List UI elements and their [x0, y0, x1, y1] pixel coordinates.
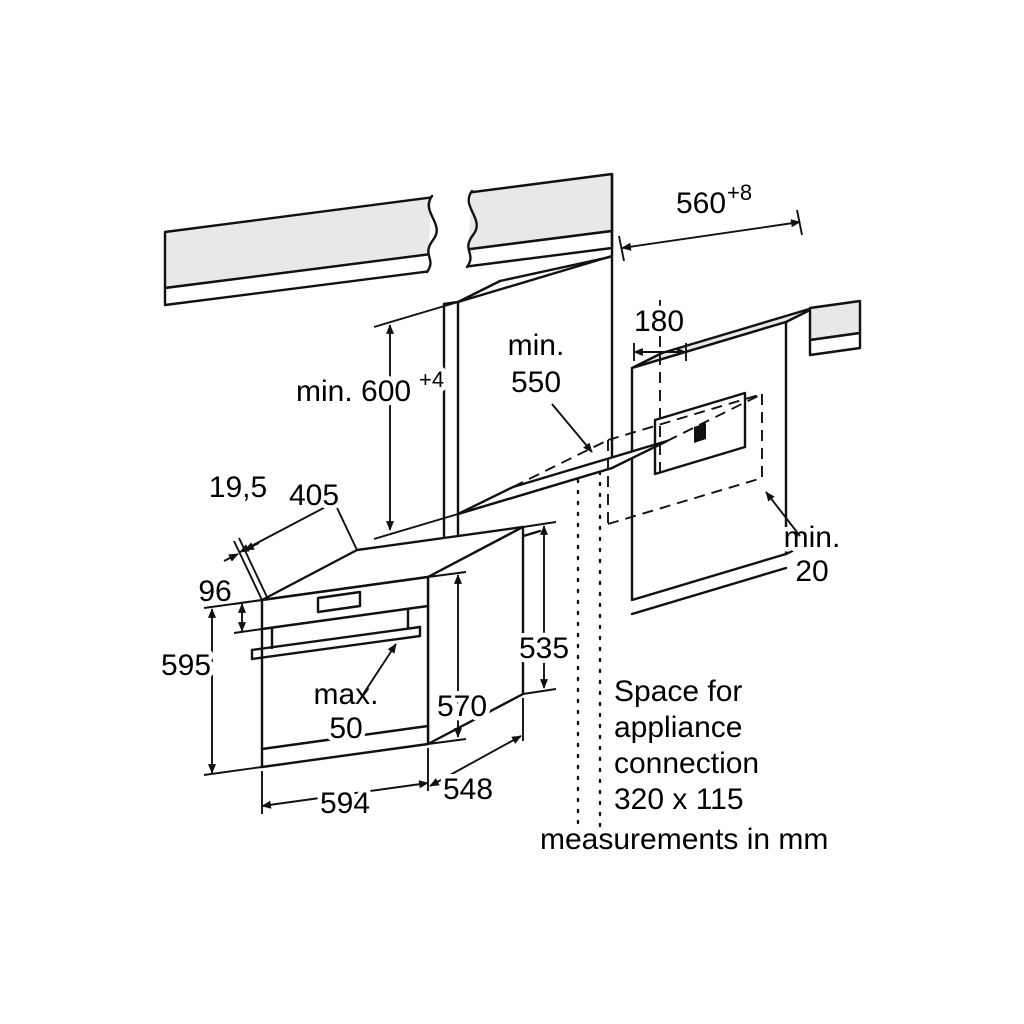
break-gap: [427, 185, 472, 280]
dim-handle-value: 50: [329, 712, 362, 745]
dim-door-height: 570: [437, 690, 487, 723]
dim-line-oven-depth: [429, 735, 522, 787]
dim-oven-width: 594: [320, 787, 370, 820]
dim-niche-width: 560: [676, 187, 726, 220]
dim-leader-rear-gap: [765, 491, 801, 537]
dim-line-niche-width: [621, 219, 801, 251]
dim-niche-height-tol: +4: [419, 367, 444, 392]
control-panel-line: [260, 604, 430, 631]
projection-lines: [576, 470, 602, 830]
break-wave-left: [425, 194, 438, 274]
dim-panel-offset: 19,5: [209, 471, 267, 504]
note-space-line3: connection: [614, 747, 759, 780]
dim-handle-word: max.: [313, 678, 378, 711]
dim-panel-height: 96: [198, 575, 231, 608]
dim-rear-gap-value: 20: [795, 555, 828, 588]
dim-niche-height: min. 600: [296, 375, 411, 408]
dim-oven-depth: 548: [443, 773, 493, 806]
rear-panel-base-line: [630, 566, 788, 616]
dim-niche-depth-word: min.: [508, 329, 565, 362]
notes-block: Space for appliance connection 320 x 115…: [536, 671, 833, 861]
dim-leader-handle: [361, 643, 397, 697]
oven: [250, 525, 525, 769]
niche-hidden-depth-lines: [512, 393, 763, 525]
niche-dimensions: 560 +8 min. 600 +4 min. 550 180 min. 20: [292, 176, 845, 593]
dim-oven-height: 595: [161, 649, 211, 682]
dim-rear-gap-word: min.: [784, 521, 841, 554]
door-bottom-line: [260, 724, 430, 751]
note-space-line2: appliance: [614, 711, 742, 744]
display-window: [316, 590, 362, 614]
note-units: measurements in mm: [540, 823, 828, 856]
connection-point-mark: [694, 423, 706, 443]
note-space-line1: Space for: [614, 675, 742, 708]
break-wave-right: [465, 189, 478, 269]
door-handle: [250, 607, 422, 661]
dim-niche-depth-value: 550: [511, 366, 561, 399]
oven-dimensions: 19,5 405 96 595 max. 50 570 535 594: [156, 467, 573, 825]
note-space-line4: 320 x 115: [614, 783, 744, 816]
niche-cabinet: [442, 173, 763, 562]
countertop-right-edge: [808, 331, 862, 357]
dim-rear-height: 535: [519, 632, 569, 665]
dim-top-depth: 405: [289, 479, 339, 512]
dim-niche-width-tol: +8: [727, 180, 752, 205]
dim-leader-niche-depth: [551, 403, 593, 453]
dim-line-top-depth: [239, 501, 336, 553]
rear-panel-depth-stub: [784, 537, 818, 556]
connection-area-hatch: [653, 391, 747, 476]
dim-line-oven-width: [261, 780, 429, 809]
niche-ceiling-edge-left: [456, 279, 502, 304]
niche-ceiling-edge-back: [498, 255, 612, 283]
dim-connection-offset: 180: [634, 305, 684, 338]
